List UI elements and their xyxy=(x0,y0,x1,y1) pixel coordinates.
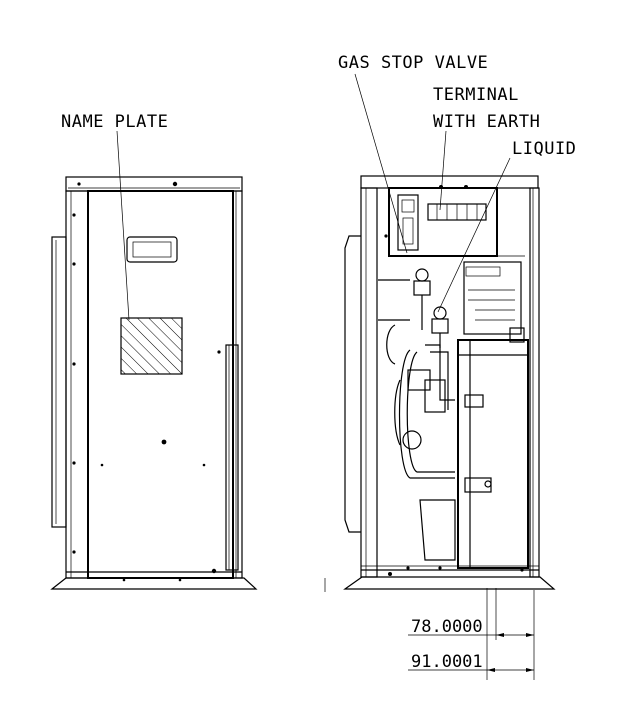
left-view xyxy=(50,130,258,590)
dimension-78: 78.0000 xyxy=(411,617,483,637)
name-plate xyxy=(120,317,183,375)
terminal-label-line2: WITH EARTH xyxy=(433,112,540,132)
liquid-label: LIQUID xyxy=(512,139,576,159)
right-view xyxy=(324,73,556,592)
dimension-91: 91.0001 xyxy=(411,652,483,672)
gas-stop-valve-label: GAS STOP VALVE xyxy=(338,53,488,73)
terminal-label-line1: TERMINAL xyxy=(433,85,519,105)
name-plate-label: NAME PLATE xyxy=(61,112,168,132)
dimension-lines xyxy=(408,588,535,680)
